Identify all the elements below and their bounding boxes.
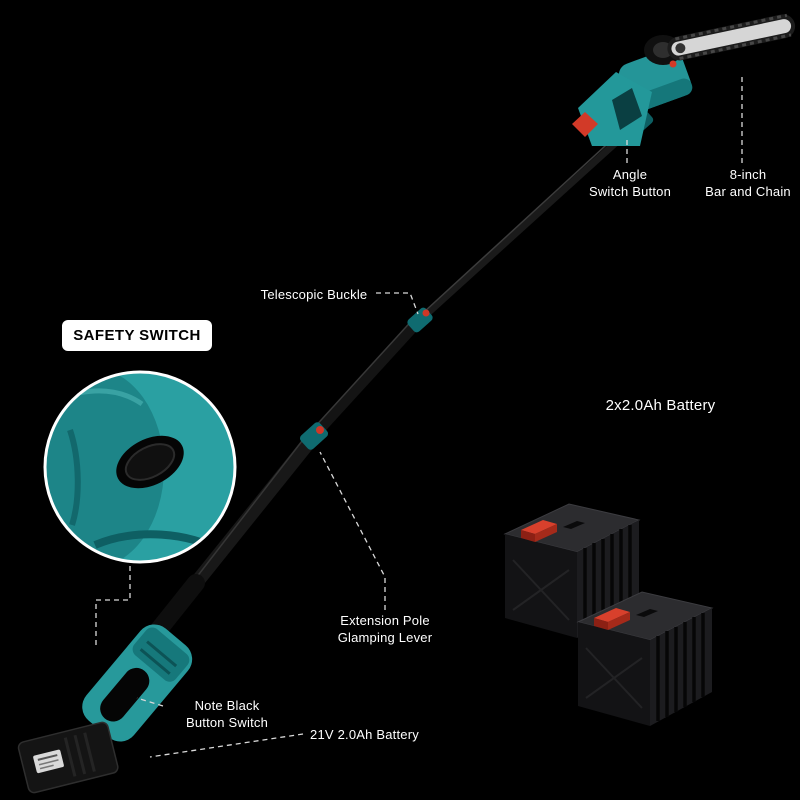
bar-chain-line2: Bar and Chain bbox=[705, 184, 791, 199]
rear-handle-assembly bbox=[17, 624, 193, 794]
note-black-line1: Note Black bbox=[194, 698, 260, 713]
extension-lever-line2: Glamping Lever bbox=[337, 630, 433, 645]
callout-label-note-black: Note Black Button Switch bbox=[168, 697, 286, 731]
battery-spec-line1: 21V 2.0Ah Battery bbox=[310, 727, 419, 742]
angle-switch-line2: Switch Button bbox=[588, 184, 672, 199]
callout-label-battery-spec: 21V 2.0Ah Battery bbox=[302, 726, 427, 743]
telescopic-buckle-clamp bbox=[407, 307, 433, 333]
telescopic-pole bbox=[124, 113, 646, 671]
angle-bracket-notch bbox=[612, 88, 642, 130]
lever-red-dot bbox=[316, 426, 324, 434]
bar-and-chain bbox=[667, 13, 796, 61]
callout-line-safety-switch bbox=[95, 566, 131, 646]
extension-lever-line1: Extension Pole bbox=[340, 613, 430, 628]
callout-line-battery-spec bbox=[149, 733, 304, 758]
note-black-line2: Button Switch bbox=[185, 715, 269, 730]
callout-line-note-black bbox=[136, 697, 164, 707]
callout-line-extension-lever bbox=[319, 451, 386, 610]
pole-clamp-lever bbox=[299, 422, 329, 450]
installed-battery bbox=[17, 721, 119, 794]
callout-line-telescopic-buckle bbox=[376, 292, 419, 315]
buckle-red-dot bbox=[422, 309, 430, 317]
battery-count-line1: 2x2.0Ah Battery bbox=[605, 397, 716, 414]
safety-switch-title: SAFETY SWITCH bbox=[62, 320, 212, 351]
callout-label-angle-switch: Angle Switch Button bbox=[582, 166, 678, 200]
telescopic-buckle-line1: Telescopic Buckle bbox=[260, 287, 368, 302]
angle-switch-line1: Angle bbox=[612, 167, 648, 182]
callout-label-bar-chain: 8-inch Bar and Chain bbox=[698, 166, 798, 200]
callout-label-extension-lever: Extension Pole Glamping Lever bbox=[322, 612, 448, 646]
handle-grip-hole bbox=[100, 667, 150, 722]
safety-switch-inset bbox=[43, 370, 237, 564]
callout-label-battery-count: 2x2.0Ah Battery bbox=[588, 397, 733, 414]
angle-switch-button bbox=[572, 112, 598, 137]
battery-pack-2 bbox=[576, 590, 714, 728]
inset-circle-border bbox=[43, 370, 237, 564]
callout-label-telescopic-buckle: Telescopic Buckle bbox=[255, 286, 373, 303]
bar-chain-line1: 8-inch bbox=[729, 167, 767, 182]
callout-lines bbox=[95, 74, 743, 758]
